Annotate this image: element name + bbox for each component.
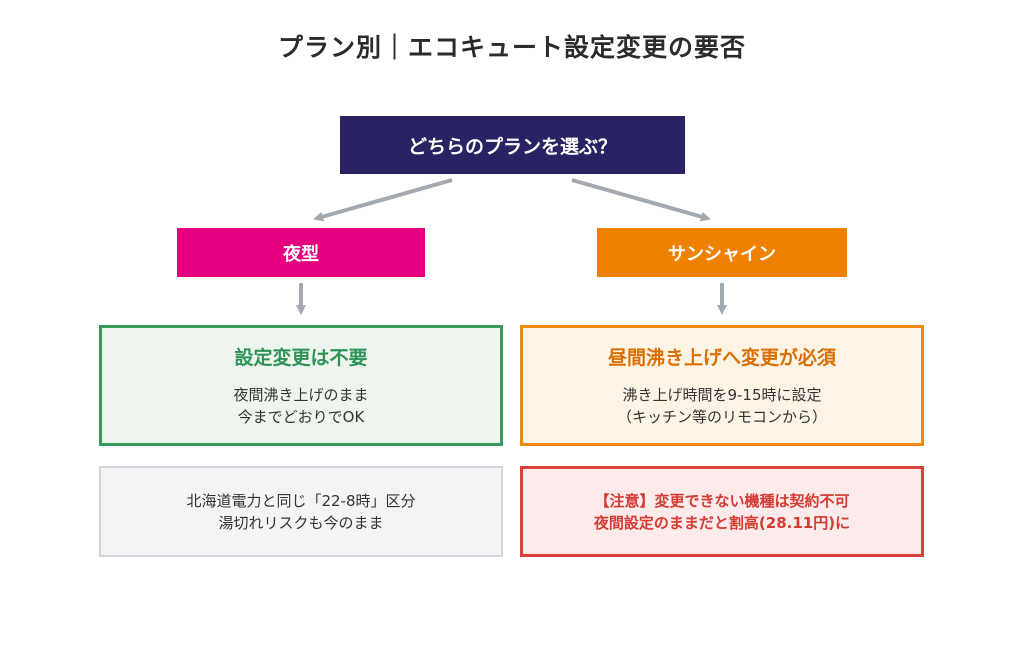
night-result-body: 夜間沸き上げのまま 今までどおりでOK [233, 384, 368, 428]
sunshine-result-body: 沸き上げ時間を9-15時に設定 （キッチン等のリモコンから） [617, 384, 827, 428]
arrow-root-to-sun [571, 178, 711, 222]
plan-night-node: 夜型 [177, 228, 425, 277]
arrow-root-to-night [313, 178, 453, 222]
night-result-box: 設定変更は不要 夜間沸き上げのまま 今までどおりでOK [99, 325, 503, 446]
diagram-title: プラン別｜エコキュート設定変更の要否 [277, 33, 746, 62]
sunshine-warning-line: 夜間設定のままだと割高(28.11円)に [593, 513, 851, 532]
sunshine-result-line: 沸き上げ時間を9-15時に設定 [622, 386, 822, 404]
plan-sunshine-label: サンシャイン [668, 243, 776, 265]
night-result-heading: 設定変更は不要 [234, 347, 368, 369]
plan-night-label: 夜型 [283, 243, 319, 265]
night-note-line: 湯切れリスクも今のまま [218, 513, 384, 532]
plan-sunshine-node: サンシャイン [597, 228, 847, 277]
sunshine-warning-box: 【注意】変更できない機種は契約不可 夜間設定のままだと割高(28.11円)に [520, 466, 924, 557]
root-question-node: どちらのプランを選ぶ？ [340, 116, 685, 174]
sunshine-result-box: 昼間沸き上げへ変更が必須 沸き上げ時間を9-15時に設定 （キッチン等のリモコン… [520, 325, 924, 446]
night-note-line: 北海道電力と同じ「22-8時」区分 [186, 491, 416, 510]
sunshine-result-line: （キッチン等のリモコンから） [616, 408, 827, 426]
root-question-label: どちらのプランを選ぶ？ [407, 135, 617, 158]
night-note-box: 北海道電力と同じ「22-8時」区分 湯切れリスクも今のまま [99, 466, 503, 557]
sunshine-warning-line: 【注意】変更できない機種は契約不可 [594, 491, 850, 510]
night-result-line: 夜間沸き上げのまま [233, 386, 369, 404]
night-result-line: 今までどおりでOK [237, 408, 365, 426]
sunshine-result-heading: 昼間沸き上げへ変更が必須 [607, 347, 836, 369]
